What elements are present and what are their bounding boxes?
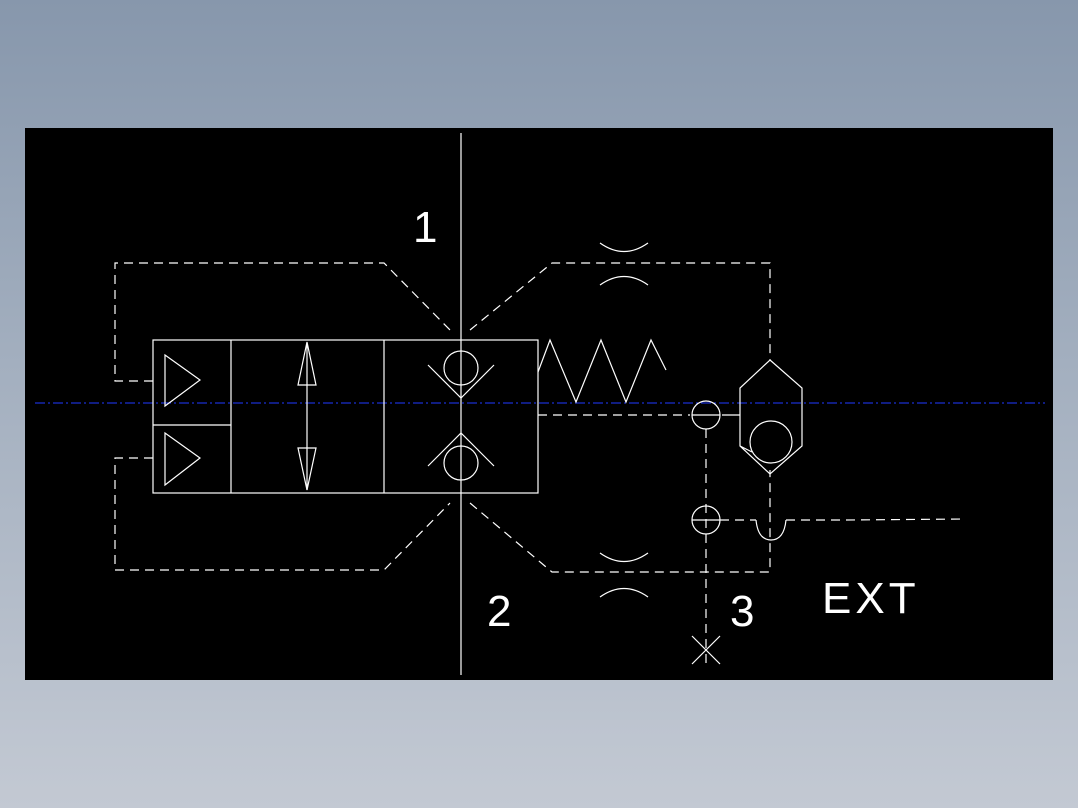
orifice-bottom-upper xyxy=(599,552,649,563)
arrow-up xyxy=(297,341,317,386)
cad-canvas xyxy=(25,128,1053,680)
port-label-2: 2 xyxy=(487,587,511,636)
pilot-line-top-right xyxy=(469,262,771,360)
orifice-top-upper xyxy=(599,242,649,253)
ext-line-hop xyxy=(755,519,787,541)
pilot-line-bottom-left xyxy=(114,457,451,571)
valve-body xyxy=(152,339,539,494)
check-ball-top xyxy=(443,350,479,386)
port-label-1: 1 xyxy=(413,203,437,252)
shuttle-valve-ball xyxy=(749,420,793,464)
arrow-down xyxy=(297,447,317,491)
check-seat-top xyxy=(427,364,495,399)
pilot-line-top-left xyxy=(114,262,451,382)
ext-label: EXT xyxy=(822,574,920,623)
plug-x-2 xyxy=(691,635,721,665)
spring xyxy=(537,338,667,404)
port-label-3: 3 xyxy=(730,587,754,636)
check-seat-bottom xyxy=(427,432,495,467)
shuttle-valve-seat-l xyxy=(739,445,753,453)
orifice-bottom-lower xyxy=(599,587,649,598)
pilot-triangle-bottom xyxy=(164,431,202,487)
shuttle-valve-body xyxy=(739,359,803,475)
pilot-line-bottom-right xyxy=(469,470,771,573)
ext-line-b xyxy=(786,518,966,521)
pilot-triangle-top xyxy=(164,353,202,408)
check-ball-bottom xyxy=(443,445,479,481)
orifice-top-lower xyxy=(599,275,649,286)
